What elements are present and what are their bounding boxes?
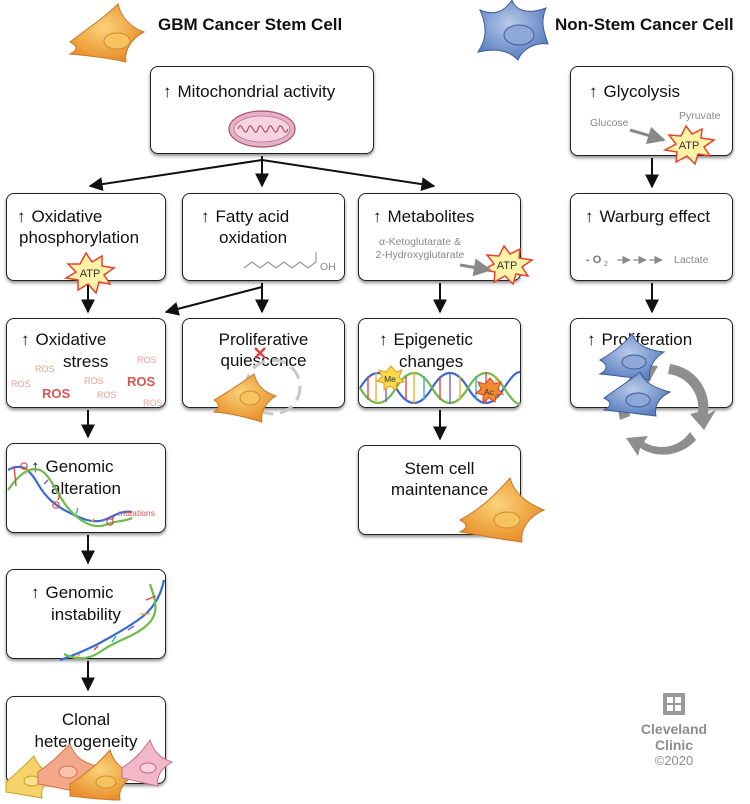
ros-small-5: ROS — [97, 390, 117, 400]
instability-label-2: instability — [51, 605, 121, 624]
stem-maint-label-1: Stem cell — [404, 459, 475, 478]
mutations-label: mutations — [118, 508, 155, 518]
up-arrow-icon: ↑ — [17, 207, 26, 226]
lactate-label: Lactate — [674, 254, 709, 266]
acetyl-tag-icon — [474, 377, 505, 403]
warburg-effect-box: ↑ Warburg effect — [570, 193, 733, 281]
ros-small-1: ROS — [35, 364, 55, 374]
oxygen-label: - O — [586, 254, 602, 266]
up-arrow-icon: ↑ — [585, 207, 594, 226]
oxidative-stress-box: ↑ Oxidative stress — [6, 318, 166, 408]
up-arrow-icon: ↑ — [31, 457, 40, 476]
epigenetic-label-2: changes — [399, 352, 464, 371]
up-arrow-icon: ↑ — [373, 207, 382, 226]
logo-copyright: ©2020 — [654, 753, 694, 768]
methyl-label: Me — [384, 374, 396, 384]
stem-cell-maintenance-icon — [458, 476, 546, 543]
mitochondrial-activity-label: Mitochondrial activity — [177, 82, 336, 101]
metabolites-arrow — [459, 258, 492, 277]
cleveland-clinic-emblem-icon — [663, 693, 685, 715]
metabolites-label: Metabolites — [387, 207, 475, 226]
stop-cross-icon — [254, 347, 266, 359]
atp-glycolysis-label: ATP — [679, 140, 700, 152]
ros-large-1: ROS — [42, 386, 71, 401]
cleveland-clinic-logo: Cleveland Clinic ©2020 — [632, 692, 716, 769]
up-arrow-icon: ↑ — [31, 583, 40, 602]
atp-oxphos-label: ATP — [80, 268, 101, 280]
genomic-alteration-box: ↑ Genomic alteration — [6, 443, 166, 533]
arrow-mito-to-oxphos — [88, 159, 263, 192]
atp-burst-glycolysis-icon — [662, 124, 716, 166]
proliferative-quiescence-box: Proliferative quiescence — [182, 318, 345, 408]
up-arrow-icon: ↑ — [21, 330, 30, 349]
fatty-acid-chain-icon — [243, 252, 317, 269]
genomic-alt-label-1: Genomic — [45, 457, 114, 476]
stem-cell-header-icon — [68, 3, 146, 63]
non-stem-cell-header-icon — [476, 0, 549, 61]
up-arrow-icon: ↑ — [589, 82, 598, 101]
clonal-label-1: Clonal — [61, 710, 111, 729]
genomic-alt-label-2: alteration — [51, 479, 121, 498]
hydroxyl-label: OH — [320, 261, 336, 273]
up-arrow-icon: ↑ — [201, 207, 210, 226]
warburg-label: Warburg effect — [599, 207, 711, 226]
logo-line-1: Cleveland — [640, 721, 708, 737]
atp-metabolites-label: ATP — [497, 260, 518, 272]
arrow-fao-to-stress — [164, 286, 263, 316]
glucose-label: Glucose — [590, 117, 629, 129]
up-arrow-icon: ↑ — [163, 82, 172, 101]
stem-cell-header: GBM Cancer Stem Cell — [158, 15, 343, 34]
oxstress-label-1: Oxidative — [35, 330, 107, 349]
glycolysis-arrow — [629, 126, 666, 145]
ros-small-4: ROS — [11, 379, 31, 389]
quiescence-cycle-icon — [212, 347, 302, 423]
mitochondrion-icon — [228, 110, 296, 148]
metabolites-sub-line2: 2-Hydroxyglutarate — [376, 249, 465, 261]
up-arrow-icon: ↑ — [379, 330, 388, 349]
epigenetic-label-1: Epigenetic — [393, 330, 473, 349]
methyl-tag-icon — [375, 365, 406, 391]
ros-large-2: ROS — [127, 374, 156, 389]
metabolites-sub-line1: α-Ketoglutarate & — [379, 236, 461, 248]
oxphos-label-2: phosphorylation — [19, 228, 140, 247]
arrow-mito-to-metabolites — [261, 159, 436, 192]
glycolysis-label: Glycolysis — [603, 82, 681, 101]
proliferating-cells-icon — [598, 333, 672, 417]
up-arrow-icon: ↑ — [587, 330, 596, 349]
ros-small-6: ROS — [143, 398, 163, 408]
stem-cell-maintenance-box: Stem cell maintenance — [358, 445, 521, 535]
clonal-label-2: heterogeneity — [34, 732, 138, 751]
dna-helix-alteration-icon — [7, 462, 133, 528]
ros-small-3: ROS — [137, 355, 157, 365]
quiescence-label-1: Proliferative — [218, 330, 309, 349]
oxstress-label-2: stress — [63, 352, 109, 371]
clonal-cells-icon — [5, 738, 174, 801]
connector-arrows — [81, 156, 659, 692]
pyruvate-label: Pyruvate — [679, 110, 721, 122]
instability-label-1: Genomic — [45, 583, 114, 602]
fao-label-1: Fatty acid — [215, 207, 290, 226]
oxphos-label-1: Oxidative — [31, 207, 103, 226]
fatty-acid-oxidation-box: ↑ Fatty acid oxidation — [182, 193, 345, 281]
ros-cluster: ROS ROS ROS ROS ROS ROS ROS ROS — [11, 355, 163, 408]
ros-small-2: ROS — [84, 376, 104, 386]
dna-helix-instability-icon — [59, 579, 166, 662]
atp-burst-oxphos-icon — [63, 251, 116, 295]
fao-label-2: oxidation — [219, 228, 288, 247]
stem-maint-label-2: maintenance — [390, 480, 489, 499]
genomic-instability-box: ↑ Genomic instability — [6, 569, 166, 659]
acetyl-label: Ac — [484, 387, 495, 397]
oxygen-subscript: 2 — [604, 261, 608, 268]
non-stem-cell-header: Non-Stem Cancer Cell — [555, 15, 734, 34]
logo-line-2: Clinic — [654, 737, 694, 753]
